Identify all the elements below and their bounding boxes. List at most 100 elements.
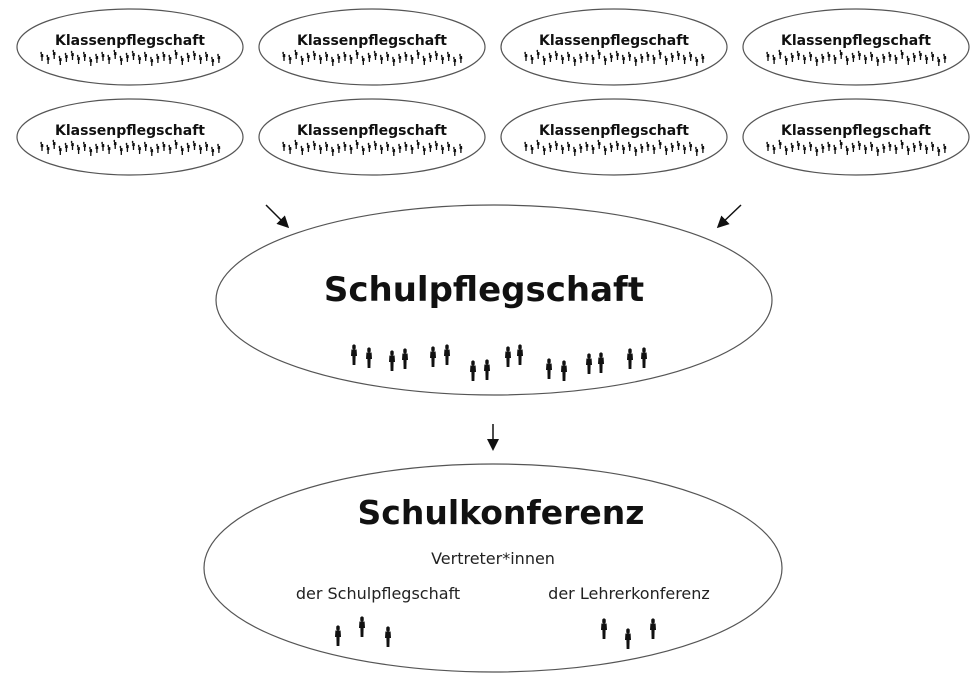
people-group <box>282 49 463 66</box>
person-icon <box>325 51 329 61</box>
person-icon <box>351 344 357 365</box>
person-icon <box>906 55 910 65</box>
person-icon <box>900 49 904 59</box>
person-icon <box>536 49 540 59</box>
person-icon <box>918 50 922 60</box>
klassenpflegschaft-node: Klassenpflegschaft <box>742 8 970 86</box>
person-icon <box>174 139 178 149</box>
person-icon <box>876 146 880 156</box>
person-icon <box>434 50 438 60</box>
klassenpflegschaft-node: Klassenpflegschaft <box>742 98 970 176</box>
person-icon <box>833 144 837 154</box>
person-icon <box>664 145 668 155</box>
person-icon <box>870 51 874 61</box>
person-icon <box>548 142 552 152</box>
person-icon <box>180 55 184 65</box>
person-icon <box>294 139 298 149</box>
person-icon <box>64 142 68 152</box>
person-icon <box>312 50 316 60</box>
person-icon <box>772 54 776 64</box>
person-icon <box>125 52 129 62</box>
person-icon <box>125 142 129 152</box>
person-icon <box>101 51 105 61</box>
person-icon <box>410 144 414 154</box>
schulkonferenz-left-group: der Schulpflegschaft <box>296 584 460 603</box>
people-group <box>351 344 647 381</box>
person-icon <box>876 56 880 66</box>
person-icon <box>52 139 56 149</box>
person-icon <box>379 54 383 64</box>
person-icon <box>560 144 564 154</box>
person-icon <box>530 54 534 64</box>
person-icon <box>198 144 202 154</box>
person-icon <box>937 56 941 66</box>
person-icon <box>670 52 674 62</box>
person-icon <box>404 141 408 151</box>
person-icon <box>802 54 806 64</box>
schulkonferenz-right-group: der Lehrerkonferenz <box>548 584 710 603</box>
person-icon <box>349 144 353 154</box>
person-icon <box>560 54 564 64</box>
person-icon <box>579 143 583 153</box>
person-icon <box>845 55 849 65</box>
person-icon <box>815 56 819 66</box>
person-icon <box>156 143 160 153</box>
person-icon <box>601 618 607 639</box>
person-icon <box>695 56 699 66</box>
person-icon <box>162 51 166 61</box>
person-icon <box>398 53 402 63</box>
person-icon <box>597 49 601 59</box>
person-icon <box>598 352 604 373</box>
klassenpflegschaft-label: Klassenpflegschaft <box>539 123 689 139</box>
person-icon <box>373 50 377 60</box>
person-icon <box>198 54 202 64</box>
person-icon <box>628 51 632 61</box>
person-icon <box>863 54 867 64</box>
person-icon <box>300 145 304 155</box>
person-icon <box>144 51 148 61</box>
person-icon <box>827 51 831 61</box>
klassenpflegschaft-label: Klassenpflegschaft <box>781 33 931 49</box>
person-icon <box>217 143 221 153</box>
person-icon <box>634 146 638 156</box>
person-icon <box>156 53 160 63</box>
person-icon <box>58 55 62 65</box>
person-icon <box>422 55 426 65</box>
person-icon <box>912 142 916 152</box>
person-icon <box>70 50 74 60</box>
person-icon <box>205 51 209 61</box>
person-icon <box>180 145 184 155</box>
person-icon <box>306 52 310 62</box>
klassenpflegschaft-node: Klassenpflegschaft <box>258 8 486 86</box>
person-icon <box>900 139 904 149</box>
person-icon <box>676 140 680 150</box>
person-icon <box>567 141 571 151</box>
person-icon <box>924 144 928 154</box>
person-icon <box>300 55 304 65</box>
person-icon <box>609 142 613 152</box>
klassenpflegschaft-node: Klassenpflegschaft <box>500 8 728 86</box>
person-icon <box>440 54 444 64</box>
person-icon <box>621 54 625 64</box>
person-icon <box>389 350 395 371</box>
person-icon <box>664 55 668 65</box>
person-icon <box>894 144 898 154</box>
person-icon <box>113 49 117 59</box>
person-icon <box>796 140 800 150</box>
person-icon <box>931 141 935 151</box>
person-icon <box>186 52 190 62</box>
person-icon <box>294 49 298 59</box>
person-icon <box>597 139 601 149</box>
person-icon <box>851 52 855 62</box>
klassenpflegschaft-label: Klassenpflegschaft <box>781 123 931 139</box>
person-icon <box>536 139 540 149</box>
schulkonferenz-title: Schulkonferenz <box>358 493 645 532</box>
person-icon <box>416 139 420 149</box>
person-icon <box>652 144 656 154</box>
person-icon <box>641 347 647 368</box>
person-icon <box>119 145 123 155</box>
person-icon <box>361 145 365 155</box>
person-icon <box>888 51 892 61</box>
person-icon <box>367 142 371 152</box>
person-icon <box>150 56 154 66</box>
